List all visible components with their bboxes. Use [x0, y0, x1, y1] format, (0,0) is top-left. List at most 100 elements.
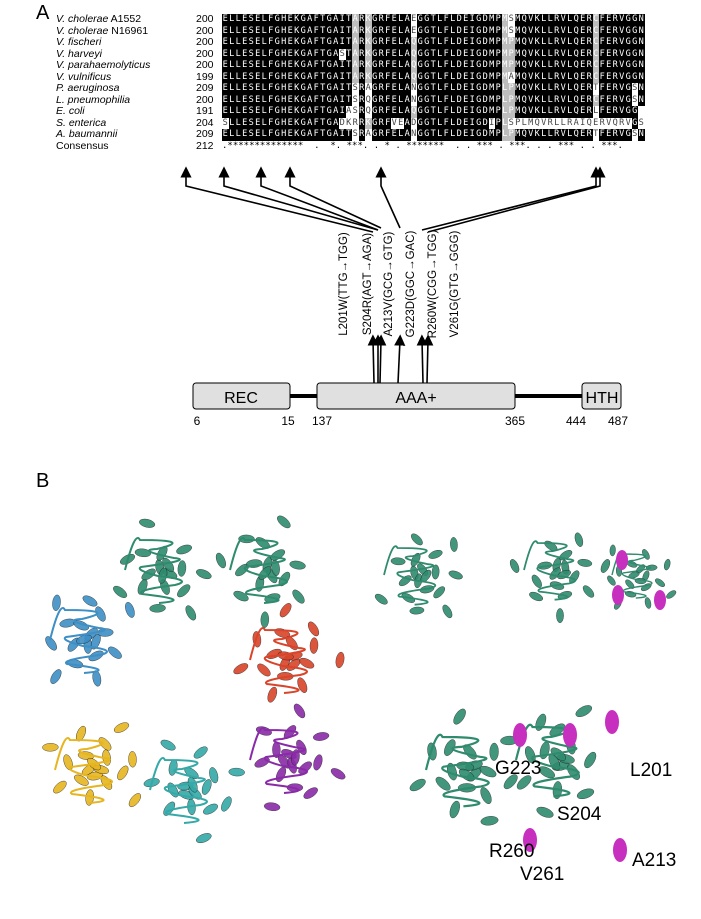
- ribbon-segment: [125, 602, 135, 618]
- ribbon-segment: [435, 776, 451, 791]
- species-name: V. parahaemolyticus: [56, 59, 151, 71]
- ribbon-segment: [209, 767, 219, 784]
- ribbon-segment: [576, 788, 595, 800]
- residue-highlight: [523, 828, 537, 852]
- mutation-label: L201W(TTG→TGG): [338, 232, 350, 336]
- coil-path: [514, 723, 580, 798]
- domain-arrow: [394, 334, 406, 384]
- mutation-label: A213V(GCG→GTG): [383, 231, 395, 336]
- ribbon-segment: [582, 585, 595, 598]
- ribbon-segment: [330, 768, 346, 780]
- ribbon-segment: [228, 767, 245, 777]
- start-position: 200: [196, 59, 214, 71]
- coil-path: [249, 627, 308, 694]
- residue-highlight: [563, 723, 577, 747]
- ribbon-segment: [196, 569, 212, 580]
- alignment-arrow: [218, 166, 379, 231]
- zoomed-structure: [409, 705, 627, 862]
- ribbon-segment: [257, 663, 271, 677]
- mutation-label: S204R(AGT→AGA): [362, 233, 374, 335]
- hth-domain-box: [581, 382, 622, 410]
- ribbon-segment: [577, 558, 593, 567]
- coil-path: [149, 757, 208, 824]
- ribbon-segment: [509, 559, 520, 573]
- alignment-arrow: [180, 166, 374, 233]
- ribbon-segment: [479, 765, 497, 778]
- mutation-highlight: [654, 590, 666, 610]
- ribbon-segment: [139, 518, 156, 528]
- sequence-row: ELLESELFGHEKGAFTGASTARKGRFELAQGGTLFLDEIG…: [222, 48, 645, 60]
- ribbon-segment: [292, 589, 305, 604]
- alignment-arrow: [375, 166, 401, 229]
- ribbon-segment: [480, 816, 499, 826]
- start-position: 199: [196, 70, 214, 83]
- residue-highlight: [605, 710, 619, 734]
- species-name: V. harveyi: [56, 47, 102, 60]
- start-position: 200: [196, 36, 214, 48]
- ribbon-segment: [149, 604, 166, 613]
- species-name: L. pneumophilia: [56, 93, 131, 106]
- species-name: V. fischeri: [56, 36, 102, 48]
- ribbon-segment: [233, 663, 249, 675]
- ribbon-segment: [655, 578, 665, 587]
- ribbon-segment: [263, 802, 281, 811]
- ribbon-segment: [279, 603, 292, 618]
- start-position: 191: [196, 105, 214, 117]
- ribbon-segment: [267, 686, 278, 703]
- aaa-domain-box: [316, 382, 516, 410]
- ribbon-segment: [196, 833, 212, 844]
- coil-path: [383, 545, 437, 606]
- start-position: 200: [196, 24, 214, 37]
- start-position: 200: [196, 93, 214, 106]
- ribbon-segment: [299, 657, 315, 669]
- ribbon-segment: [663, 558, 671, 571]
- mutation-arrows: [180, 166, 606, 384]
- ribbon-segment: [134, 548, 152, 558]
- start-position: 200: [196, 13, 214, 25]
- ribbon-segment: [453, 708, 466, 725]
- ribbon-segment: [442, 604, 453, 619]
- ribbon-segment: [409, 778, 426, 792]
- ribbon-segment: [141, 568, 156, 581]
- ribbon-segment: [113, 585, 128, 598]
- ribbon-segment: [428, 549, 443, 559]
- ribbon-segment: [489, 742, 499, 761]
- sequence-row: SLLESELFGHEKGAFTGADKRRKGRFVEADGGTLFLDEIG…: [222, 117, 645, 129]
- ribbon-segment: [409, 606, 425, 615]
- sequence-row: ELLESELFGHEKGAFTGAITARKGRFELAQGGTLFLDEIG…: [222, 60, 645, 72]
- species-name: S. enterica: [56, 116, 107, 129]
- ribbon-segment: [575, 705, 593, 717]
- ribbon-segment: [535, 713, 547, 731]
- mutation-highlight: [616, 550, 628, 570]
- ribbon-segment: [233, 590, 249, 602]
- hth-end: 487: [608, 414, 628, 428]
- ribbon-segment: [556, 608, 564, 623]
- start-position: 204: [196, 116, 214, 129]
- rec-domain-box: [192, 382, 291, 410]
- coil-path: [523, 540, 577, 601]
- start-position: 200: [196, 47, 214, 60]
- ribbon-segment: [117, 765, 129, 781]
- ribbon-segment: [63, 754, 73, 771]
- ribbon-segment: [260, 611, 270, 628]
- ribbon-segment: [177, 584, 191, 598]
- ribbon-segment: [309, 637, 319, 654]
- mutation-labels: L201W(TTG→TGG) S204R(AGT→AGA) A213V(GCG→GT…: [338, 230, 461, 339]
- ribbon-segment: [82, 595, 98, 607]
- ribbon-segment: [201, 779, 212, 795]
- ribbon-segment: [529, 591, 544, 602]
- ribbon-segment: [666, 590, 677, 599]
- ribbon-segment: [448, 570, 463, 580]
- ribbon-segment: [289, 560, 306, 570]
- ribbon-segment: [42, 743, 59, 752]
- ribbon-segment: [45, 636, 57, 651]
- alignment-arrow: [255, 166, 379, 231]
- ribbon-segment: [107, 646, 122, 659]
- ribbon-segment: [50, 669, 62, 684]
- ribbon-segment: [531, 574, 542, 588]
- residue-highlight: [513, 723, 527, 747]
- ribbon-segment: [450, 537, 458, 552]
